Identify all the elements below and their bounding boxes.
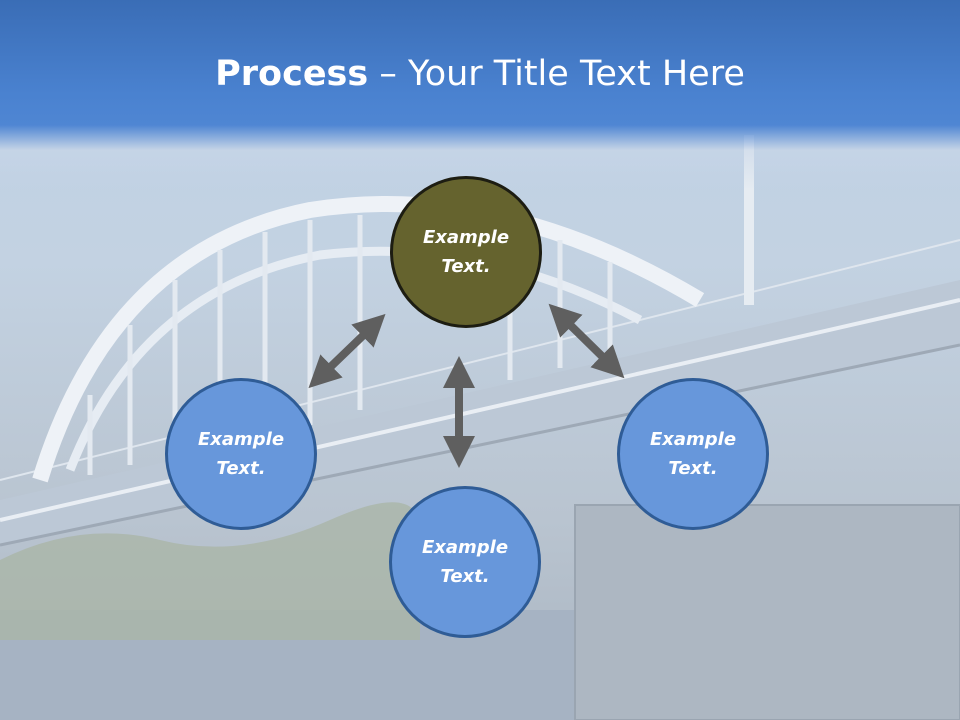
process-step-circle-bottom[interactable]: Example Text.	[389, 486, 541, 638]
process-step-circle-left[interactable]: Example Text.	[165, 378, 317, 530]
header-band	[0, 0, 960, 190]
title-rest: – Your Title Text Here	[368, 54, 745, 94]
step-text-line2: Text.	[668, 458, 718, 479]
step-text-line1: Example	[421, 537, 509, 558]
step-text-line1: Example	[422, 227, 510, 248]
step-text-line2: Text.	[216, 458, 266, 479]
step-text-line2: Text.	[440, 566, 490, 587]
process-step-circle-right[interactable]: Example Text.	[617, 378, 769, 530]
step-text-line2: Text.	[441, 256, 491, 277]
process-step-circle-top[interactable]: Example Text.	[390, 176, 542, 328]
slide-title: Process – Your Title Text Here	[0, 50, 960, 98]
step-text-line1: Example	[197, 429, 285, 450]
step-text-line1: Example	[649, 429, 737, 450]
title-bold: Process	[215, 54, 369, 94]
